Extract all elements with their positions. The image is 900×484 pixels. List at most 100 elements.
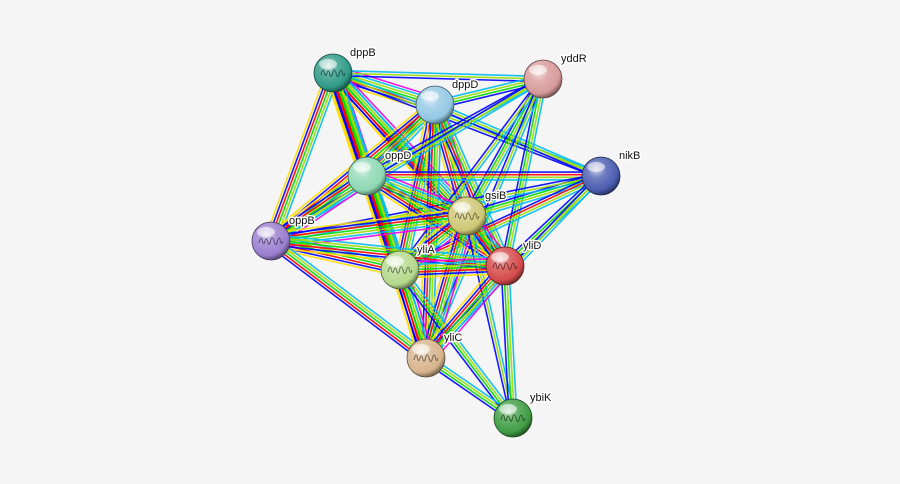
edge-evidence-textmining [271, 236, 506, 263]
edge-evidence-textmining [273, 74, 338, 243]
node-label-halo: dppD [452, 79, 478, 91]
structure-icon [413, 354, 439, 363]
edge-evidence-cooccurrence [332, 74, 543, 83]
edge-evidence-neighborhood [271, 238, 506, 266]
edge-evidence-textmining [271, 217, 468, 245]
edge-evidence-cooccurrence [267, 171, 365, 238]
edge-evidence-cooccurrence [266, 71, 331, 240]
edge-dppB-oppB[interactable] [264, 70, 340, 244]
edge-yliD-yliC[interactable] [419, 260, 512, 364]
edge-dppB-yddR[interactable] [332, 69, 544, 83]
sphere-highlight [499, 404, 517, 414]
edge-evidence-cooccurrence [421, 262, 502, 356]
node-yliA[interactable] [380, 250, 420, 290]
edge-evidence-neighborhood [270, 240, 427, 359]
sphere-highlight [257, 227, 275, 237]
sphere-highlight [529, 65, 547, 75]
edge-evidence-cooccurrence [463, 216, 512, 419]
edge-evidence-neighborhood [425, 215, 468, 359]
edge-evidence-databases [271, 233, 506, 261]
structure-icon [454, 212, 480, 221]
node-ybiK[interactable] [493, 398, 533, 438]
edge-evidence-neighborhood [270, 215, 468, 242]
node-label-dppD: dppD [452, 79, 478, 91]
structure-icon [387, 266, 413, 275]
edge-evidence-textmining [427, 267, 508, 361]
edge-evidence-fusion [269, 173, 366, 240]
node-label-yliD: yliD [523, 240, 541, 252]
node-yliD[interactable] [485, 246, 525, 286]
edge-evidence-databases [402, 267, 517, 417]
edge-evidence-fusion [270, 241, 505, 269]
node-label-halo: yddR [561, 53, 587, 65]
node-label-halo: yliC [444, 332, 462, 344]
node-label-yliC: yliC [444, 332, 462, 344]
edge-evidence-cooccurrence [365, 75, 543, 175]
edge-evidence-cooccurrence [270, 210, 467, 237]
node-sphere [415, 85, 455, 125]
sphere-highlight [421, 91, 439, 101]
edge-evidence-neighborhood [502, 266, 513, 419]
edge-evidence-neighborhood [398, 270, 513, 420]
edge-evidence-textmining [332, 72, 544, 80]
edge-evidence-textmining [366, 78, 544, 177]
node-label-oppB: oppB [289, 215, 315, 227]
edge-yliD-ybiK[interactable] [500, 265, 518, 419]
edge-evidence-databases [429, 268, 510, 362]
edge-evidence-neighborhood [271, 73, 335, 242]
edge-evidence-textmining [400, 268, 515, 418]
sphere-highlight [491, 252, 509, 262]
node-gsiB[interactable] [447, 196, 487, 236]
edge-evidence-fusion [270, 212, 467, 240]
structure-icon [320, 69, 346, 78]
node-yliC[interactable] [406, 338, 446, 378]
edge-oppB-yliD[interactable] [270, 233, 506, 274]
edge-evidence-databases [333, 69, 544, 78]
node-nikB[interactable] [581, 156, 621, 196]
edge-oppB-yliC[interactable] [267, 236, 430, 363]
node-label-halo: nikB [619, 150, 640, 162]
node-label-halo: oppB [289, 215, 315, 227]
structure-icon [492, 262, 518, 271]
edge-evidence-textmining [400, 176, 602, 272]
edge-evidence-homology [417, 213, 461, 357]
node-label-halo: dppB [350, 47, 376, 59]
node-label-oppD: oppD [385, 150, 411, 162]
node-label-halo: oppD [385, 150, 411, 162]
sphere-highlight [353, 162, 371, 172]
node-label-yddR: yddR [561, 53, 587, 65]
node-label-halo: ybiK [530, 392, 552, 404]
edge-evidence-experiments [431, 270, 512, 364]
edge-evidence-textmining [467, 79, 545, 217]
edge-evidence-databases [273, 236, 430, 355]
node-dppB[interactable] [313, 53, 353, 93]
edge-nikB-oppD[interactable] [367, 171, 601, 181]
edge-evidence-homology [392, 103, 430, 269]
edge-evidence-fusion [422, 215, 466, 358]
edge-evidence-fusion [269, 72, 333, 241]
edge-evidence-textmining [436, 104, 471, 216]
labels-layer: dppBdppBdppDdppDyddRyddRnikBnikBoppDoppD… [288, 46, 642, 406]
edge-evidence-databases [467, 178, 603, 221]
edge-evidence-homology [264, 70, 328, 239]
edge-evidence-cooccurrence [501, 172, 599, 264]
node-oppB[interactable] [251, 221, 291, 261]
node-label-yliA: yliA [417, 244, 435, 256]
edge-evidence-fusion [423, 263, 504, 357]
edge-yliA-ybiK[interactable] [396, 267, 517, 421]
node-label-halo: yliD [523, 240, 541, 252]
sphere-highlight [587, 162, 605, 172]
sphere-highlight [319, 59, 337, 69]
edge-evidence-homology [419, 260, 500, 354]
edge-evidence-cooccurrence [500, 266, 510, 419]
edge-evidence-experiments [369, 168, 471, 210]
node-oppD[interactable] [347, 156, 387, 196]
node-dppD[interactable] [415, 85, 455, 125]
edge-evidence-textmining [505, 265, 516, 418]
node-yddR[interactable] [523, 59, 563, 99]
node-label-ybiK: ybiK [530, 392, 552, 404]
structure-icon [258, 237, 284, 246]
edge-evidence-homology [266, 168, 364, 236]
edge-evidence-homology [266, 99, 432, 237]
